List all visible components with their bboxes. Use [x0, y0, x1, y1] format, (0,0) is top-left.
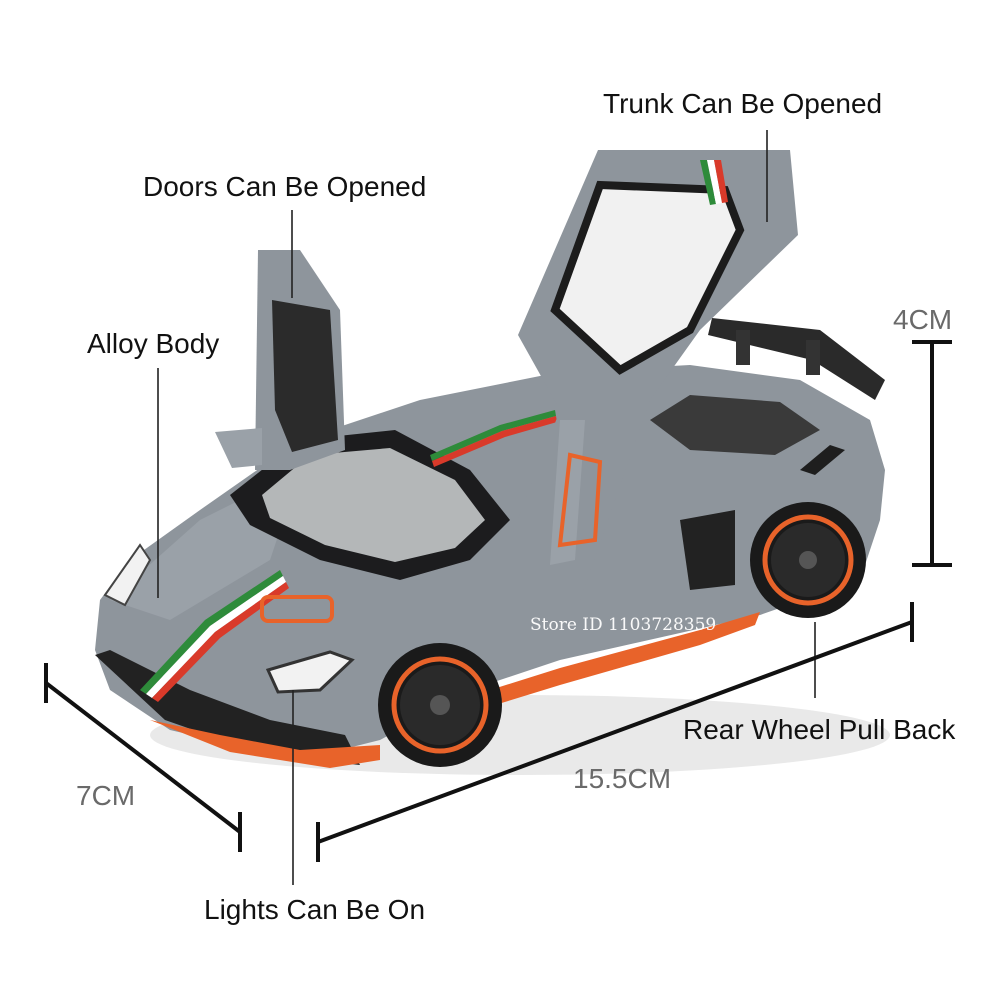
rear-spoiler — [708, 318, 885, 400]
open-door-right — [510, 150, 798, 610]
rear-wheel — [750, 502, 866, 618]
lights-callout-label: Lights Can Be On — [204, 894, 426, 925]
width-dimension-line — [44, 681, 242, 834]
callout-lines — [157, 130, 816, 885]
trunk-callout-label: Trunk Can Be Opened — [603, 88, 883, 119]
open-door-left — [215, 250, 345, 470]
front-wheel — [378, 643, 502, 767]
width-dimension-label: 7CM — [76, 780, 136, 811]
height-dimension-label: 4CM — [893, 304, 953, 335]
wheel-callout-label: Rear Wheel Pull Back — [683, 714, 956, 745]
body-callout-label: Alloy Body — [87, 328, 220, 359]
store-id-watermark: Store ID 1103728359 — [530, 615, 717, 635]
dimension-lines — [44, 340, 952, 862]
doors-callout-label: Doors Can Be Opened — [143, 171, 427, 202]
length-dimension-label: 15.5CM — [573, 763, 672, 794]
length-dimension-line — [317, 620, 913, 844]
